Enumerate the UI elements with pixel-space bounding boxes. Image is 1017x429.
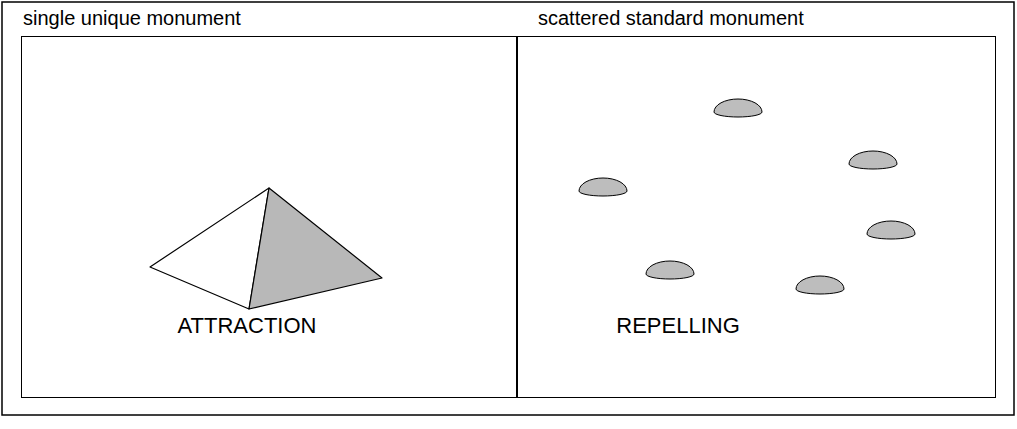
panel-label: REPELLING	[616, 313, 740, 338]
mound	[849, 151, 897, 169]
mound	[796, 276, 844, 294]
panel-label: ATTRACTION	[178, 313, 317, 338]
panel-heading: single unique monument	[23, 7, 241, 30]
panel-heading: scattered standard monument	[538, 7, 804, 30]
pyramid-face	[150, 188, 269, 309]
mound	[579, 178, 627, 196]
mound	[867, 221, 915, 239]
pyramid-face	[249, 188, 382, 309]
mounds	[579, 99, 915, 294]
panel-box: single unique monumentATTRACTION	[21, 36, 517, 398]
mound	[714, 99, 762, 117]
mound	[646, 261, 694, 279]
pyramid	[150, 188, 382, 309]
panel-box: scattered standard monumentREPELLING	[517, 36, 996, 398]
outer-frame	[2, 2, 1014, 415]
